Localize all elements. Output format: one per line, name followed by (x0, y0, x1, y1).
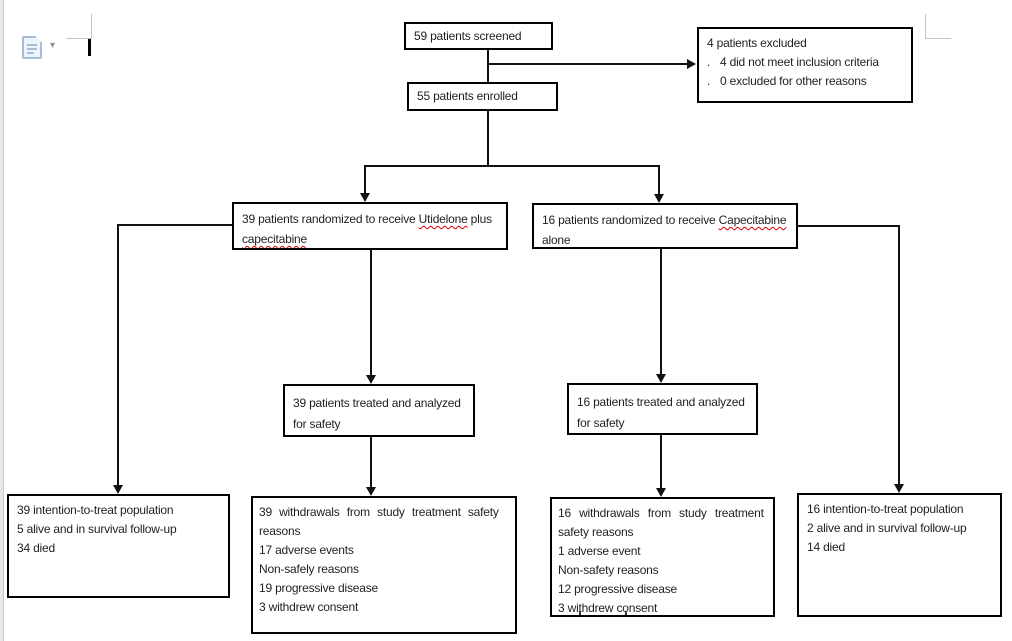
arrowhead-itt-capecitabine (894, 484, 904, 493)
text-cursor (88, 39, 91, 56)
screened-text: 59 patients screened (414, 29, 522, 43)
excluded-item-text: 0 excluded for other reasons (720, 74, 867, 88)
paste-options-button[interactable]: ▾ (20, 34, 62, 60)
enrolled-text: 55 patients enrolled (417, 89, 518, 103)
box-randomized-utidelone[interactable]: 39 patients randomized to receive Utidel… (232, 202, 508, 250)
excluded-item: . 0 excluded for other reasons (707, 72, 903, 91)
box-excluded[interactable]: 4 patients excluded . 4 did not meet inc… (697, 27, 913, 103)
dropdown-arrow-icon: ▾ (50, 40, 56, 51)
arrowhead-itt-utidelone (113, 485, 123, 494)
connector-capecitabine-itt-vertical (898, 225, 900, 486)
excluded-title: 4 patients excluded (707, 36, 807, 50)
bullet-dot: . (707, 55, 711, 69)
clipped-text-mark (625, 611, 627, 615)
withdrawals-utidelone-line: 19 progressive disease (259, 581, 379, 595)
withdrawals-utidelone-line: reasons (259, 524, 301, 538)
itt-capecitabine-line: 14 died (807, 540, 845, 554)
arrowhead-rand-utidelone (360, 193, 370, 202)
excluded-item: . 4 did not meet inclusion criteria (707, 53, 903, 72)
itt-utidelone-line: 34 died (17, 541, 55, 555)
connector-safety-to-withdrawals-left (370, 437, 372, 489)
safety-utidelone-line2: for safety (293, 417, 341, 431)
box-itt-capecitabine[interactable]: 16 intention-to-treat population 2 alive… (797, 493, 1002, 617)
safety-utidelone-line1: 39 patients treated and analyzed (293, 396, 461, 410)
randomized-capecitabine-line1: 16 patients randomized to receive Capeci… (542, 213, 787, 227)
connector-split-left-down (364, 165, 366, 195)
withdrawals-capecitabine-line: 1 adverse event (558, 544, 641, 558)
box-randomized-capecitabine[interactable]: 16 patients randomized to receive Capeci… (532, 203, 798, 249)
withdrawals-utidelone-line: 3 withdrew consent (259, 600, 359, 614)
randomized-utidelone-line1: 39 patients randomized to receive Utidel… (242, 212, 492, 226)
withdrawals-capecitabine-line: Non-safety reasons (558, 563, 659, 577)
box-withdrawals-utidelone[interactable]: 39 withdrawals from study treatment safe… (251, 496, 517, 634)
safety-capecitabine-line2: for safety (577, 416, 625, 430)
safety-capecitabine-line1: 16 patients treated and analyzed (577, 395, 745, 409)
itt-utidelone-line: 39 intention-to-treat population (17, 503, 174, 517)
withdrawals-utidelone-line: Non-safely reasons (259, 562, 359, 576)
withdrawals-capecitabine-line: 16 withdrawals from study treatment (558, 506, 764, 520)
arrowhead-withdrawals-capecitabine (656, 488, 666, 497)
itt-capecitabine-line: 16 intention-to-treat population (807, 502, 964, 516)
arrowhead-safety-capecitabine (656, 374, 666, 383)
randomized-capecitabine-line2: alone (542, 233, 571, 247)
connector-screened-to-enrolled (487, 50, 489, 83)
window-edge (0, 0, 4, 641)
connector-rand-to-safety-left (370, 250, 372, 377)
misspelled-word: Capecitabine (718, 213, 787, 227)
connector-utidelone-itt-horizontal (117, 224, 232, 226)
arrowhead-excluded (687, 59, 696, 69)
connector-capecitabine-itt-horizontal (798, 225, 900, 227)
excluded-item-text: 4 did not meet inclusion criteria (720, 55, 879, 69)
misspelled-word: capecitabine (242, 232, 307, 246)
box-screened[interactable]: 59 patients screened (404, 22, 553, 50)
arrowhead-safety-utidelone (366, 375, 376, 384)
box-safety-capecitabine[interactable]: 16 patients treated and analyzed for saf… (567, 383, 758, 435)
connector-safety-to-withdrawals-right (660, 435, 662, 490)
withdrawals-utidelone-line: 39 withdrawals from study treatment safe… (259, 505, 499, 519)
misspelled-word: Utidelone (418, 212, 468, 226)
withdrawals-capecitabine-line: safety reasons (558, 525, 634, 539)
box-safety-utidelone[interactable]: 39 patients treated and analyzed for saf… (283, 384, 475, 437)
itt-capecitabine-line: 2 alive and in survival follow-up (807, 521, 967, 535)
connector-rand-to-safety-right (660, 248, 662, 376)
arrowhead-withdrawals-utidelone (366, 487, 376, 496)
connector-split-right-down (658, 165, 660, 196)
itt-utidelone-line: 5 alive and in survival follow-up (17, 522, 177, 536)
box-withdrawals-capecitabine[interactable]: 16 withdrawals from study treatment safe… (550, 497, 775, 617)
withdrawals-capecitabine-line: 12 progressive disease (558, 582, 678, 596)
connector-to-excluded (488, 63, 688, 65)
arrowhead-rand-capecitabine (654, 194, 664, 203)
connector-split-horizontal (364, 165, 660, 167)
connector-enrolled-down (487, 111, 489, 167)
clipped-text-mark (579, 611, 581, 615)
withdrawals-utidelone-line: 17 adverse events (259, 543, 354, 557)
document-paste-icon (22, 36, 42, 59)
randomized-utidelone-line2: capecitabine (242, 229, 498, 248)
connector-utidelone-itt-vertical (117, 224, 119, 487)
box-enrolled[interactable]: 55 patients enrolled (407, 82, 558, 111)
withdrawals-capecitabine-line: 3 withdrew consent (558, 601, 658, 615)
bullet-dot: . (707, 74, 711, 88)
box-itt-utidelone[interactable]: 39 intention-to-treat population 5 alive… (7, 494, 230, 598)
